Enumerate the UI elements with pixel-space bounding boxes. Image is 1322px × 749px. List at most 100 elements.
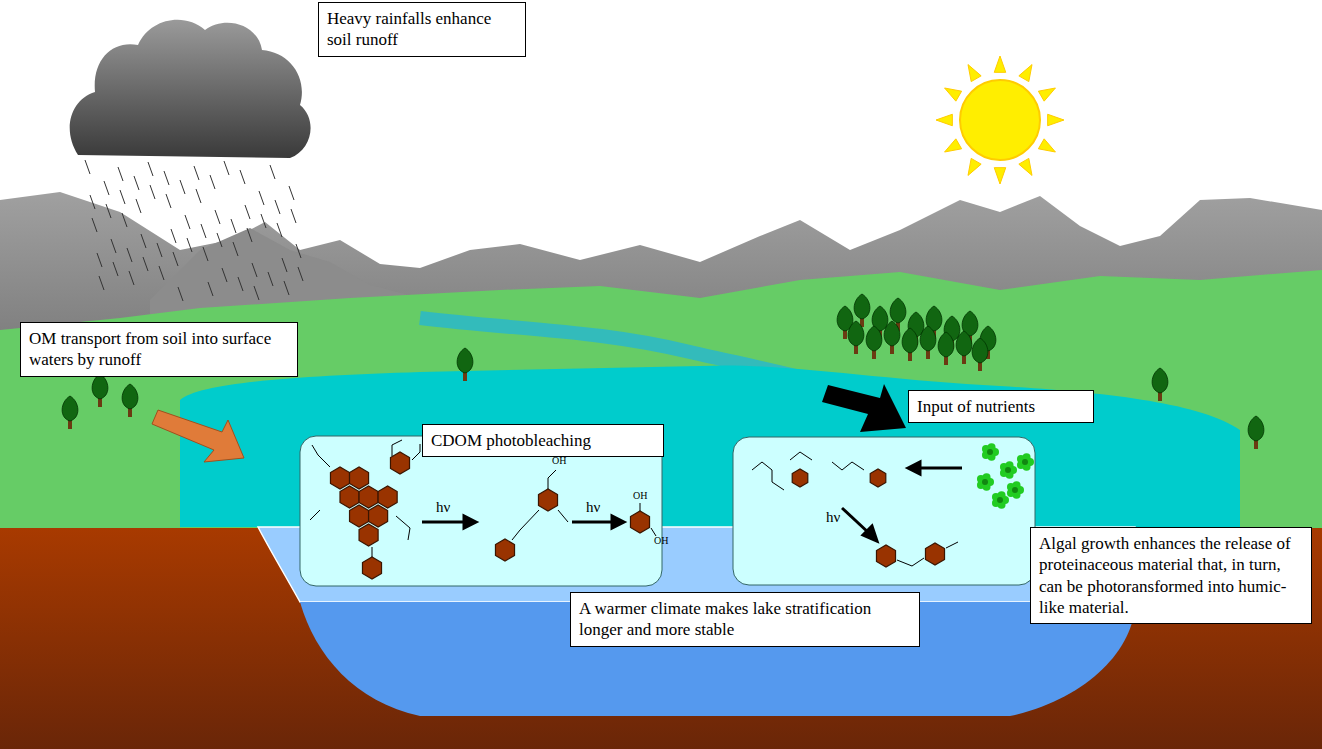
nutrient-arrow — [822, 384, 906, 432]
text-box: Input of nutrients — [908, 390, 1094, 423]
rain-streak — [99, 276, 104, 290]
rain-streak — [270, 165, 275, 179]
rain-streak — [222, 268, 227, 282]
aromatic-ring — [350, 467, 369, 489]
tree — [1248, 416, 1264, 449]
box-text: OM transport from soil into surface wate… — [29, 328, 289, 371]
aromatic-ring — [330, 467, 349, 489]
chemical-bond — [392, 440, 402, 456]
tree — [1152, 368, 1168, 401]
rain-streak — [106, 204, 111, 218]
rain — [85, 160, 303, 301]
text-box: CDOM photobleaching — [422, 424, 664, 457]
box-text: Algal growth enhances the release of pro… — [1039, 533, 1303, 618]
photon-label: hν — [586, 500, 600, 515]
sun-ray — [994, 168, 1005, 184]
rain-streak — [215, 210, 220, 224]
rain-streak — [104, 181, 109, 195]
photobleaching-panel — [300, 436, 662, 586]
aromatic-ring — [870, 469, 886, 487]
chemical-bond — [897, 558, 924, 566]
chemical-bond — [832, 462, 864, 470]
aromatic-ring — [390, 452, 409, 474]
rain-streak — [136, 199, 141, 213]
rain-streak — [92, 218, 97, 232]
tree — [457, 348, 473, 381]
rain-streak — [85, 160, 90, 174]
tree — [848, 321, 864, 354]
alga — [982, 443, 999, 461]
chemical-bond — [752, 462, 784, 490]
chemical-bond — [558, 510, 568, 522]
rain-streak — [289, 186, 294, 200]
tree — [938, 332, 954, 365]
rain-streak — [247, 228, 252, 242]
phototransformation-panel — [733, 437, 1035, 585]
rain-streak — [203, 247, 208, 261]
sun-ray — [968, 158, 981, 175]
aromatic-ring — [359, 486, 378, 508]
rain-streak — [231, 219, 236, 233]
rain-streak — [240, 170, 245, 184]
rain-streak — [275, 200, 280, 214]
chemical-bond — [946, 542, 958, 548]
sun-ray — [1019, 65, 1032, 82]
box-text: Heavy rainfalls enhance soil runoff — [327, 8, 517, 51]
alga — [992, 491, 1009, 509]
rain-streak — [196, 189, 201, 203]
sun-ray — [968, 65, 981, 82]
rain-streak — [118, 167, 123, 181]
rain-streak — [210, 175, 215, 189]
sun-ray — [1019, 158, 1032, 175]
rain-streak — [259, 191, 264, 205]
reaction-arrows — [422, 462, 962, 541]
rain-streak — [127, 248, 132, 262]
rain-streak — [171, 229, 176, 243]
group-label: OH — [633, 491, 647, 501]
aromatic-ring — [350, 505, 369, 527]
runoff-arrow — [152, 410, 244, 462]
rain-streak — [282, 258, 287, 272]
rain-streak — [129, 271, 134, 285]
sun-ray — [1038, 88, 1055, 101]
chemical-bond — [312, 445, 330, 467]
rain-streak — [164, 171, 169, 185]
tree — [866, 326, 882, 359]
rain-streak — [157, 243, 162, 257]
sun-ray — [945, 88, 962, 101]
rain-streak — [298, 267, 303, 281]
aromatic-ring — [925, 543, 944, 565]
rain-streak — [90, 195, 95, 209]
box-text: A warmer climate makes lake stratificati… — [579, 598, 911, 641]
rain-streak — [268, 272, 273, 286]
rain-streak — [122, 213, 127, 227]
rain-cloud — [70, 20, 311, 158]
chemical-bond — [790, 452, 812, 460]
rain-streak — [111, 239, 116, 253]
tree — [920, 326, 936, 359]
sun-ray — [1038, 139, 1055, 152]
rain-streak — [166, 194, 171, 208]
aromatic-ring — [362, 557, 381, 579]
chemical-bond — [396, 516, 410, 540]
rain-streak — [245, 205, 250, 219]
alga — [1017, 453, 1034, 471]
rain-streak — [254, 286, 259, 300]
rain-streak — [261, 214, 266, 228]
rain-streak — [194, 166, 199, 180]
sun-ray — [994, 56, 1005, 72]
tree — [92, 374, 108, 407]
tree — [122, 384, 138, 417]
rain-streak — [134, 176, 139, 190]
aromatic-ring — [340, 486, 359, 508]
aromatic-ring — [538, 489, 557, 511]
rain-streak — [150, 185, 155, 199]
aromatic-ring — [876, 545, 895, 567]
sun — [936, 56, 1064, 184]
rain-streak — [180, 180, 185, 194]
aromatic-ring — [378, 486, 397, 508]
aromatic-ring — [495, 539, 514, 561]
sun-ray — [936, 114, 952, 125]
text-box: Heavy rainfalls enhance soil runoff — [318, 2, 526, 57]
tree — [956, 331, 972, 364]
